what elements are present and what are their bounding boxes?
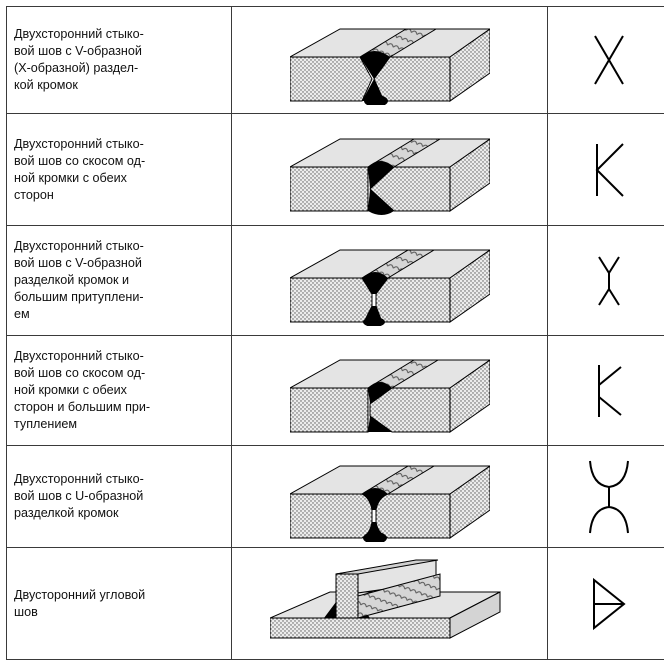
- double-u-joint-illustration: [231, 445, 548, 548]
- row-description: Двусторонний угловой шов: [6, 547, 232, 660]
- x-groove-joint-illustration: [231, 6, 548, 114]
- double-fillet-symbol-icon: [547, 547, 664, 660]
- weld-types-table: Двухсторонний стыко- вой шов с V-образно…: [6, 6, 664, 660]
- x-groove-symbol-icon: [547, 6, 664, 114]
- k-bevel-root-face-symbol-icon: [547, 335, 664, 446]
- row-description: Двухсторонний стыко- вой шов с U-образно…: [6, 445, 232, 548]
- table-row: Двухсторонний стыко- вой шов со скосом о…: [6, 335, 664, 446]
- row-description: Двухсторонний стыко- вой шов с V-образно…: [6, 6, 232, 114]
- double-u-symbol-icon: [547, 445, 664, 548]
- table-row: Двухсторонний стыко- вой шов с V-образно…: [6, 6, 664, 114]
- k-bevel-joint-illustration: [231, 113, 548, 226]
- table-row: Двухсторонний стыко- вой шов со скосом о…: [6, 113, 664, 226]
- table-row: Двусторонний угловой шов: [6, 547, 664, 660]
- row-description: Двухсторонний стыко- вой шов с V-образно…: [6, 225, 232, 336]
- k-bevel-root-face-joint-illustration: [231, 335, 548, 446]
- double-y-joint-illustration: [231, 225, 548, 336]
- row-description: Двухсторонний стыко- вой шов со скосом о…: [6, 335, 232, 446]
- row-description: Двухсторонний стыко- вой шов со скосом о…: [6, 113, 232, 226]
- table-row: Двухсторонний стыко- вой шов с U-образно…: [6, 445, 664, 548]
- double-y-symbol-icon: [547, 225, 664, 336]
- table-row: Двухсторонний стыко- вой шов с V-образно…: [6, 225, 664, 336]
- k-bevel-symbol-icon: [547, 113, 664, 226]
- double-fillet-t-joint-illustration: [231, 547, 548, 660]
